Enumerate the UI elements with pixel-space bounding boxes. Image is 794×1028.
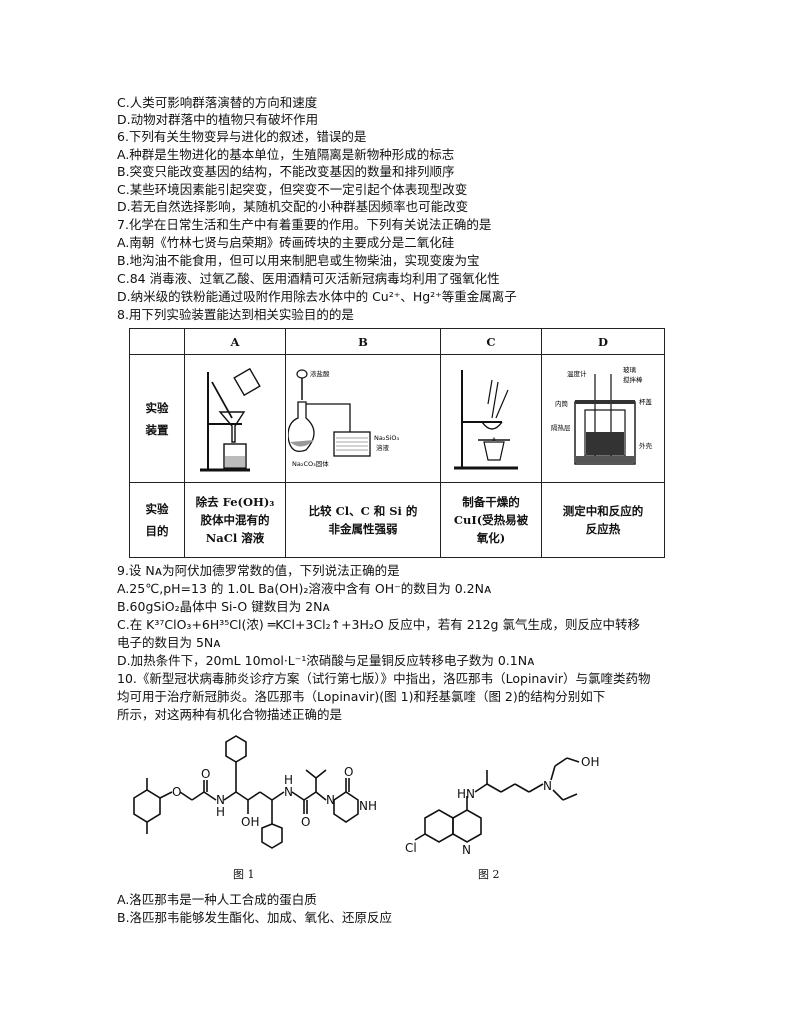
label-lid: 杯盖 <box>639 397 653 406</box>
option-c-text: C.人类可影响群落演替的方向和速度 <box>117 95 318 110</box>
row-label-purpose: 实验 目的 <box>129 482 185 558</box>
apparatus-a <box>184 354 286 483</box>
svg-text:O: O <box>172 785 181 799</box>
svg-text:N: N <box>462 843 471 857</box>
label-solution: 溶液 <box>376 443 390 452</box>
q7-option-c: C.84 消毒液、过氧乙酸、医用酒精可灭活新冠病毒均利用了强氧化性 <box>117 271 500 286</box>
lopinavir-structure: O O N H OH N H O N NH O <box>133 735 377 849</box>
svg-text:H: H <box>284 773 293 787</box>
svg-text:OH: OH <box>241 815 259 829</box>
svg-text:NH: NH <box>359 799 377 813</box>
q6-option-d: D.若无自然选择影响，某随机交配的小种群基因频率也可能改变 <box>117 199 469 214</box>
table-corner <box>129 328 185 355</box>
label-na2sio3: Na₂SiO₃ <box>374 434 399 442</box>
question-10-line3: 所示，对这两种有机化合物描述正确的是 <box>117 707 343 722</box>
question-10-line2: 均可用于治疗新冠肺炎。洛匹那韦（Lopinavir)(图 1)和羟基氯喹（图 2… <box>117 689 606 704</box>
svg-text:O: O <box>344 765 353 779</box>
figure-2-caption: 图 2 <box>478 868 500 881</box>
svg-text:N: N <box>543 779 552 793</box>
label-stirrer: 搅拌棒 <box>623 375 643 384</box>
question-9: 9.设 Nᴀ为阿伏加德罗常数的值，下列说法正确的是 <box>117 563 400 578</box>
hydroxychloroquine-structure: OH N HN Cl N <box>405 755 599 857</box>
purpose-b: 比较 Cl、C 和 Si 的非金属性强弱 <box>285 482 441 558</box>
row-label-apparatus: 实验 装置 <box>129 354 185 483</box>
q10-option-b: B.洛匹那韦能够发生酯化、加成、氧化、还原反应 <box>117 910 393 925</box>
q9-option-c-cont: 电子的数目为 5Nᴀ <box>117 635 221 650</box>
svg-text:H: H <box>216 805 225 819</box>
header-a: A <box>184 328 286 355</box>
question-6: 6.下列有关生物变异与进化的叙述，错误的是 <box>117 129 367 144</box>
figure-1-caption: 图 1 <box>233 868 255 881</box>
q6-option-c: C.某些环境因素能引起突变，但突变不一定引起个体表现型改变 <box>117 182 468 197</box>
q7-option-d: D.纳米级的铁粉能通过吸附作用除去水体中的 Cu²⁺、Hg²⁺等重金属离子 <box>117 289 517 304</box>
q9-option-a: A.25℃,pH=13 的 1.0L Ba(OH)₂溶液中含有 OH⁻的数目为 … <box>117 581 492 596</box>
svg-text:N: N <box>284 785 293 799</box>
header-d: D <box>541 328 665 355</box>
question-10: 10.《新型冠状病毒肺炎诊疗方案（试行第七版）》中指出，洛匹那韦（Lopinav… <box>117 671 651 686</box>
apparatus-b: 浓盐酸 Na₂SiO₃ 溶液 Na₂CO₃固体 <box>285 354 441 483</box>
svg-text:HN: HN <box>457 787 475 801</box>
q6-option-b: B.突变只能改变基因的结构，不能改变基因的数量和排列顺序 <box>117 164 455 179</box>
q9-option-c: C.在 K³⁷ClO₃+6H³⁵Cl(浓) ═KCl+3Cl₂↑+3H₂O 反应… <box>117 617 640 632</box>
question-8: 8.用下列实验装置能达到相关实验目的的是 <box>117 307 354 322</box>
option-d-text: D.动物对群落中的植物只有破坏作用 <box>117 112 319 127</box>
purpose-d: 测定中和反应的反应热 <box>541 482 665 558</box>
apparatus-c <box>440 354 542 483</box>
label-shell: 外壳 <box>639 441 653 450</box>
label-insulation: 隔热层 <box>551 423 571 432</box>
q9-option-d: D.加热条件下，20mL 10mol·L⁻¹浓硝酸与足量铜反应转移电子数为 0.… <box>117 653 535 668</box>
header-c: C <box>440 328 542 355</box>
q10-option-a: A.洛匹那韦是一种人工合成的蛋白质 <box>117 892 317 907</box>
header-b: B <box>285 328 441 355</box>
label-thermometer: 温度计 <box>567 369 587 378</box>
svg-text:OH: OH <box>581 755 599 769</box>
question-7: 7.化学在日常生活和生产中有着重要的作用。下列有关说法正确的是 <box>117 217 492 232</box>
label-glass: 玻璃 <box>623 365 637 374</box>
svg-text:O: O <box>201 767 210 781</box>
label-na2co3: Na₂CO₃固体 <box>292 459 329 468</box>
q7-option-b: B.地沟油不能食用，但可以用来制肥皂或生物柴油，实现变废为宝 <box>117 253 480 268</box>
svg-text:Cl: Cl <box>405 841 417 855</box>
apparatus-d: 温度计 玻璃 搅拌棒 内筒 杯盖 隔热层 外壳 <box>541 354 665 483</box>
label-inner: 内筒 <box>555 399 569 408</box>
q7-option-a: A.南朝《竹林七贤与启荣期》砖画砖块的主要成分是二氧化硅 <box>117 235 455 250</box>
svg-text:N: N <box>216 793 225 807</box>
q9-option-b: B.60gSiO₂晶体中 Si-O 键数目为 2Nᴀ <box>117 599 330 614</box>
q6-option-a: A.种群是生物进化的基本单位，生殖隔离是新物种形成的标志 <box>117 147 455 162</box>
label-conc-hcl: 浓盐酸 <box>310 369 330 378</box>
svg-text:O: O <box>301 815 310 829</box>
experiment-table: A B C D 实验 装置 浓盐酸 <box>129 328 665 558</box>
svg-text:N: N <box>326 793 335 807</box>
